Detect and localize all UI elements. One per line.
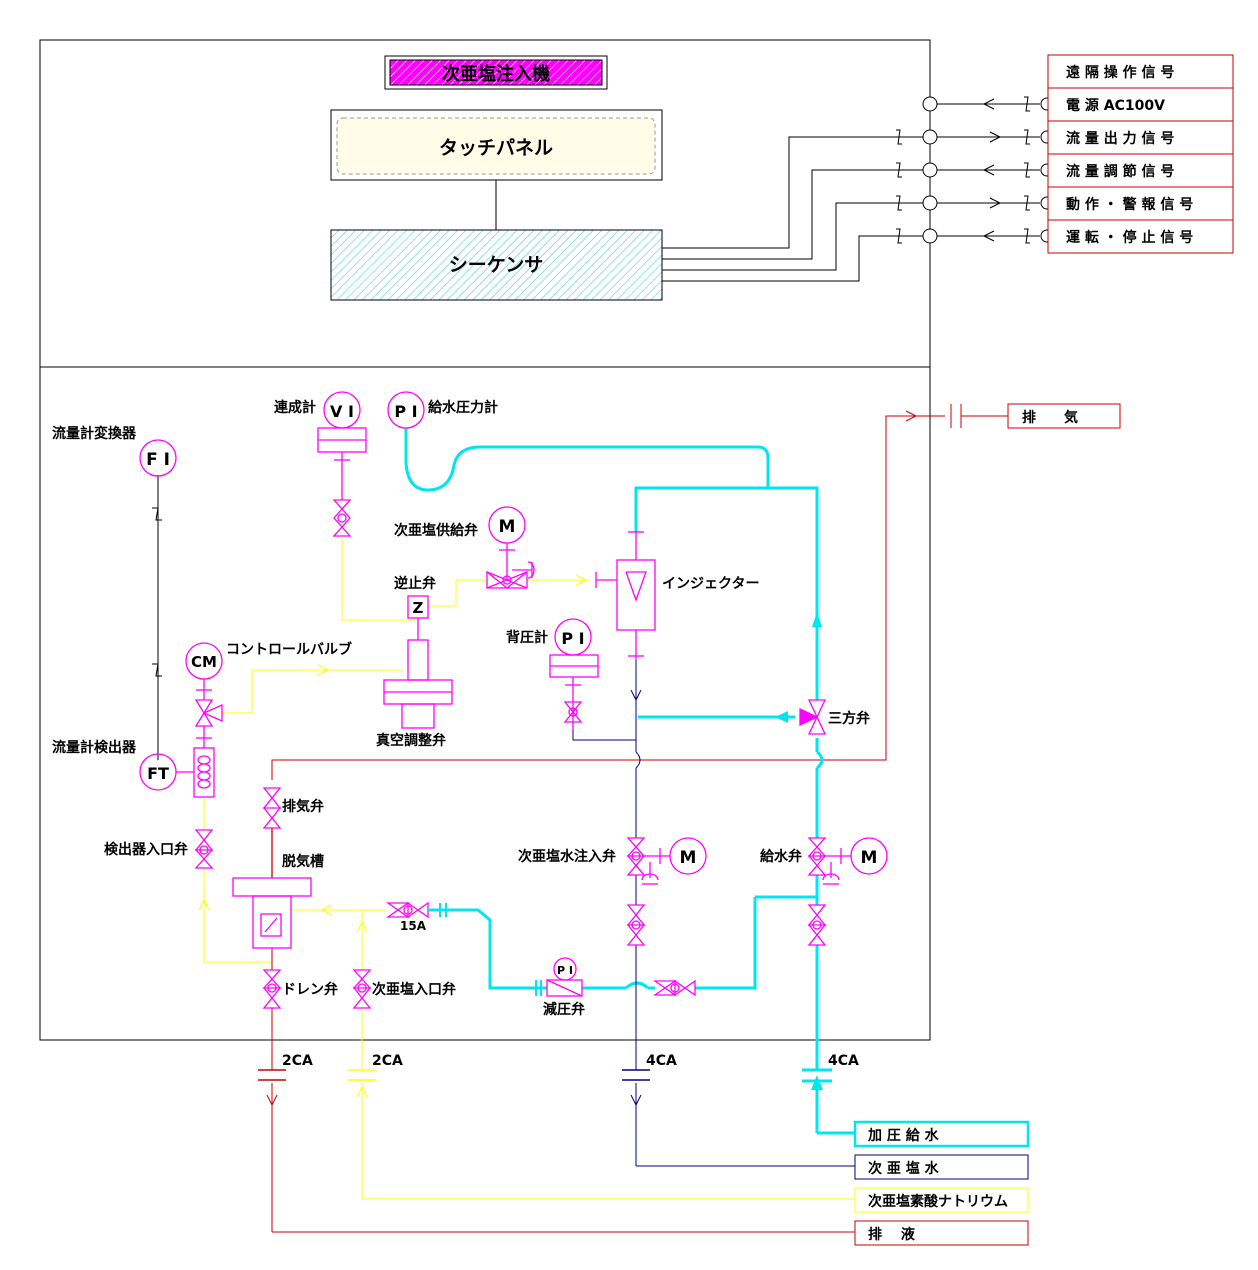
tag-ft: FT [147, 764, 169, 783]
size-hypo-out: 4CA [646, 1053, 677, 1069]
label-injector: インジェクター [662, 576, 759, 592]
legend-sodium-hypochlorite: 次亜塩素酸ナトリウム [868, 1193, 1008, 1210]
signal-table: 遠 隔 操 作 信 号 電 源 AC100V 流 量 出 力 信 号 流 量 調… [1047, 54, 1234, 254]
instrument-labels: 流量計変換器 F I 連成計 V I P I 給水圧力計 次亜塩供給弁 M 逆止… [52, 399, 877, 1018]
label-vent-valve: 排気弁 [282, 798, 324, 815]
label-reducing-valve: 減圧弁 [543, 1001, 585, 1018]
detector-inlet-valve [194, 829, 214, 869]
tag-fi: F I [146, 450, 170, 470]
label-three-way-valve: 三方弁 [828, 710, 870, 727]
tag-m-inject: M [680, 848, 697, 868]
sequencer-label: シーケンサ [449, 254, 543, 276]
label-check-valve: 逆止弁 [394, 575, 436, 592]
label-compound-gauge: 連成計 [274, 399, 316, 416]
signal-wiring [662, 96, 1040, 282]
signal-flow-adjust: 流 量 調 節 信 号 [1066, 163, 1174, 180]
tag-pi-feed: P I [394, 402, 417, 421]
tag-vi: V I [330, 402, 354, 421]
signal-flow-output: 流 量 出 力 信 号 [1066, 130, 1174, 147]
hypo-supply-valve [486, 570, 528, 589]
signal-run-stop: 運 転 ・ 停 止 信 号 [1066, 229, 1193, 246]
touch-panel: タッチパネル [330, 109, 663, 181]
vent-valve [262, 787, 282, 829]
flow-converter-fi [139, 439, 177, 477]
three-way-valve [807, 699, 827, 735]
compound-gauge-valve [332, 499, 352, 537]
label-drain-valve: ドレン弁 [282, 981, 338, 998]
tag-cm: CM [191, 653, 217, 671]
signal-alarm: 動 作 ・ 警 報 信 号 [1066, 196, 1193, 213]
bypass-valve [652, 979, 696, 997]
legend-hypo-water: 次 亜 塩 水 [868, 1160, 940, 1177]
hypo-water-inject-motor [669, 837, 707, 875]
label-back-pressure: 背圧計 [506, 629, 548, 646]
tag-m-supply: M [499, 517, 516, 537]
feed-line-valve [807, 904, 827, 946]
touch-panel-label: タッチパネル [439, 137, 553, 159]
tag-pi-back: P I [561, 629, 584, 648]
sequencer: シーケンサ [330, 229, 663, 301]
label-control-valve: コントロールバルブ [226, 641, 352, 658]
signal-power: 電 源 AC100V [1066, 97, 1165, 114]
line-legend: 加 圧 給 水 次 亜 塩 水 次亜塩素酸ナトリウム 排 液 [853, 1120, 1030, 1246]
flow-arrow-left [775, 711, 788, 723]
cabinet-outline [39, 39, 931, 1041]
vacuum-valve [407, 639, 429, 681]
legend-pressurized-water: 加 圧 給 水 [867, 1127, 940, 1144]
tag-m-feed: M [861, 848, 878, 868]
drain-valve [262, 969, 282, 1009]
label-detector-inlet-valve: 検出器入口弁 [104, 841, 188, 858]
label-hypo-inlet-valve: 次亜塩入口弁 [372, 981, 456, 998]
hypo-water-inject-valve [626, 837, 646, 876]
pressurized-water-lines [404, 428, 855, 1135]
tag-pi-reducing: P I [557, 964, 573, 977]
hypo-inlet-valve [352, 969, 372, 1009]
feed-pressure-gauge [387, 391, 425, 429]
degas-tank [232, 877, 312, 897]
drain-line [266, 948, 855, 1233]
label-feed-water-valve: 給水弁 [760, 848, 802, 865]
label-hypo-water-inject-valve: 次亜塩水注入弁 [518, 848, 616, 865]
label-feed-pressure: 給水圧力計 [428, 399, 498, 416]
label-degas-tank: 脱気槽 [282, 853, 324, 870]
label-vacuum-valve: 真空調整弁 [376, 732, 446, 749]
label-flow-converter: 流量計変換器 [52, 425, 137, 442]
title-box: 次亜塩注入機 [384, 55, 608, 90]
exhaust-line [271, 403, 1121, 780]
label-15a: 15A [400, 919, 427, 933]
label-flow-detector: 流量計検出器 [52, 739, 137, 756]
flow-signal-line [152, 475, 162, 760]
valve-15a [385, 901, 429, 919]
legend-drain: 排 液 [868, 1226, 916, 1243]
feed-water-motor [850, 837, 888, 875]
hypo-water-line-valve [626, 904, 646, 946]
size-feed: 4CA [828, 1053, 859, 1069]
hypo-water-line [572, 660, 855, 1167]
size-hypo-in: 2CA [372, 1053, 403, 1069]
feed-water-valve [807, 837, 827, 876]
signal-remote: 遠 隔 操 作 信 号 [1066, 64, 1174, 81]
reducing-valve [546, 979, 583, 997]
flanges [258, 1068, 832, 1083]
injector [616, 559, 656, 631]
machine-title: 次亜塩注入機 [442, 63, 550, 85]
label-hypo-supply-valve: 次亜塩供給弁 [394, 522, 478, 539]
flow-arrow-up [812, 612, 822, 627]
exhaust-label: 排 気 [1022, 409, 1078, 426]
tag-z: Z [413, 599, 424, 617]
size-drain: 2CA [282, 1053, 313, 1069]
